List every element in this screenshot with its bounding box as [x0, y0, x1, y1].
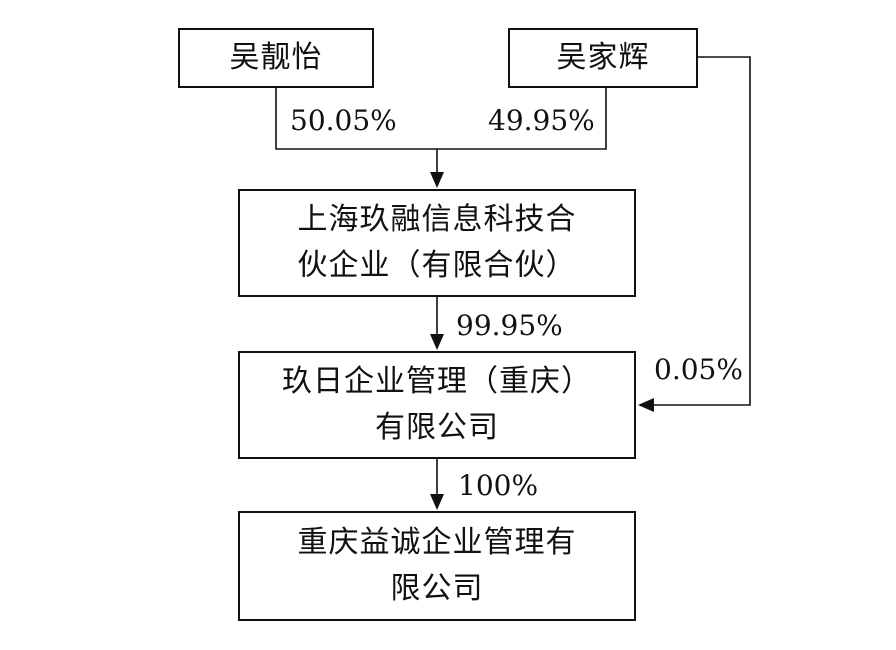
- arrowhead-middle-side: [638, 398, 654, 412]
- node-middle-company: 玖日企业管理（重庆） 有限公司: [238, 351, 636, 459]
- edge-label-person-b-direct-share: 0.05%: [654, 353, 743, 386]
- arrowhead-target: [430, 494, 444, 510]
- node-middle-company-line2: 有限公司: [375, 410, 499, 445]
- node-person-a-label: 吴靓怡: [229, 40, 323, 75]
- edge-label-person-a-share: 50.05%: [290, 104, 397, 137]
- node-target-company: 重庆益诚企业管理有 限公司: [238, 511, 636, 621]
- arrowhead-middle: [430, 334, 444, 350]
- node-partnership-line2: 伙企业（有限合伙）: [297, 248, 577, 283]
- node-middle-company-line1: 玖日企业管理（重庆）: [282, 364, 592, 399]
- edge-label-partnership-share: 99.95%: [456, 309, 563, 342]
- node-person-a: 吴靓怡: [178, 28, 374, 88]
- node-person-b: 吴家辉: [508, 28, 698, 88]
- node-person-b-label: 吴家辉: [556, 40, 650, 75]
- node-target-company-line2: 限公司: [390, 571, 484, 606]
- node-partnership-line1: 上海玖融信息科技合: [297, 202, 577, 237]
- node-target-company-line1: 重庆益诚企业管理有: [297, 525, 577, 560]
- edge-label-person-b-share: 49.95%: [488, 104, 595, 137]
- node-partnership: 上海玖融信息科技合 伙企业（有限合伙）: [238, 189, 636, 297]
- edge-label-target-share: 100%: [458, 469, 539, 502]
- arrowhead-partnership: [430, 172, 444, 188]
